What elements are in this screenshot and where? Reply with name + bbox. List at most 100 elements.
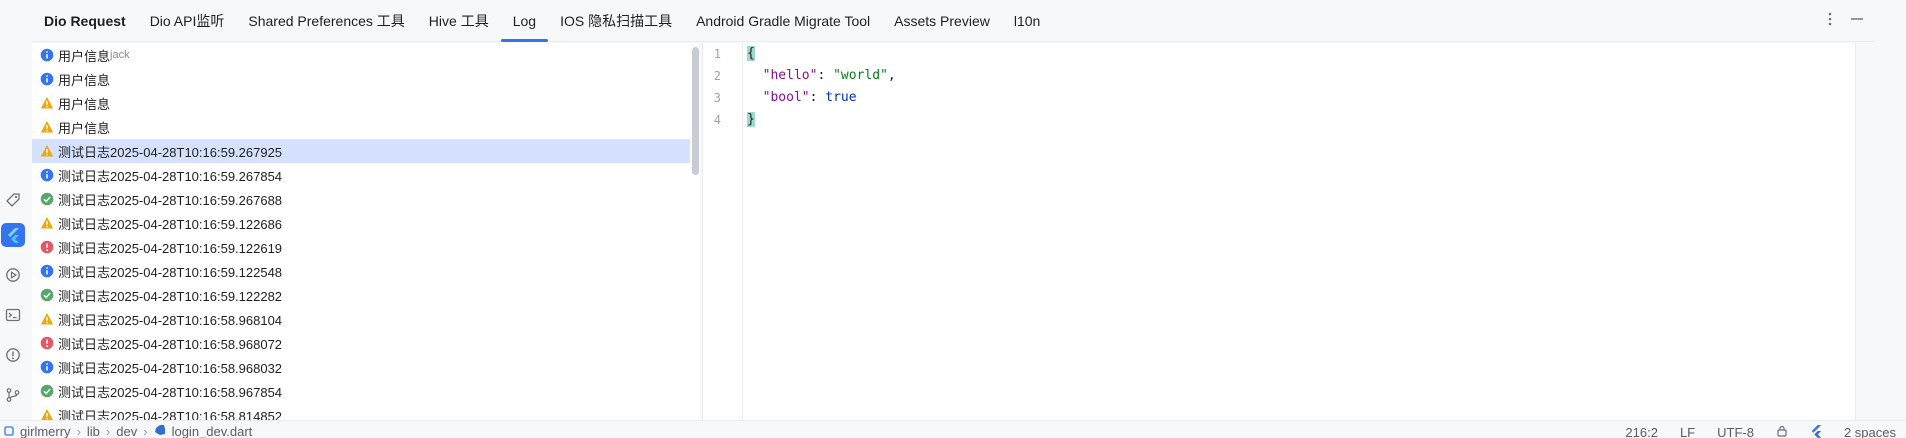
caret-position[interactable]: 216:2 <box>1625 425 1658 438</box>
line-number: 4 <box>713 113 721 127</box>
status-widgets: 216:2 LF UTF-8 2 spaces <box>1625 424 1896 438</box>
tab-log[interactable]: Log <box>500 0 549 42</box>
flutter-status-icon[interactable] <box>1810 424 1822 438</box>
log-tag: jack <box>110 49 130 61</box>
info-icon <box>40 264 54 278</box>
log-row[interactable]: 测试日志2025-04-28T10:16:58.814852 <box>32 403 700 420</box>
log-message: 测试日志2025-04-28T10:16:58.968032 <box>58 360 283 376</box>
splitter[interactable] <box>702 43 703 420</box>
tool-window-strip <box>0 0 26 420</box>
code-line[interactable]: "bool": true <box>747 87 857 109</box>
tab-label: IOS 隐私扫描工具 <box>560 12 673 29</box>
log-row[interactable]: 测试日志2025-04-28T10:16:59.267925 <box>32 139 700 163</box>
log-message: 测试日志2025-04-28T10:16:59.122282 <box>58 288 283 304</box>
file-encoding[interactable]: UTF-8 <box>1717 425 1754 438</box>
error-icon <box>40 240 54 254</box>
log-list-scrollbar-track[interactable] <box>690 45 700 420</box>
line-number: 1 <box>713 47 721 61</box>
breadcrumb-item[interactable]: lib <box>86 424 100 438</box>
git-icon[interactable] <box>1 383 25 407</box>
log-row[interactable]: 用户信息 <box>32 91 700 115</box>
code-line[interactable]: } <box>747 109 755 131</box>
tab-hive[interactable]: Hive 工具 <box>417 0 501 41</box>
log-message: 测试日志2025-04-28T10:16:59.267854 <box>58 168 283 184</box>
code-line[interactable]: "hello": "world", <box>747 65 896 87</box>
log-message: 测试日志2025-04-28T10:16:58.968072 <box>58 336 283 352</box>
log-row[interactable]: 测试日志2025-04-28T10:16:59.122686 <box>32 211 700 235</box>
tab-dio-request[interactable]: Dio Request <box>32 0 138 41</box>
indent-setting[interactable]: 2 spaces <box>1843 425 1896 438</box>
code-token: } <box>747 112 755 127</box>
tab-label: Hive 工具 <box>428 12 489 29</box>
breadcrumb-item[interactable]: login_dev.dart <box>171 424 253 438</box>
lock-icon[interactable] <box>1776 425 1788 438</box>
code-token: "bool" <box>762 90 810 105</box>
tab-android-gradle-migrate[interactable]: Android Gradle Migrate Tool <box>684 0 882 41</box>
code-token: true <box>825 90 857 105</box>
line-number: 2 <box>713 69 721 83</box>
problems-icon[interactable] <box>1 343 25 367</box>
tab-shared-preferences[interactable]: Shared Preferences 工具 <box>236 0 416 41</box>
tag-icon[interactable] <box>1 188 25 212</box>
minimize-icon[interactable] <box>1850 11 1864 32</box>
log-message: 测试日志2025-04-28T10:16:59.122619 <box>58 240 283 256</box>
warning-icon <box>40 96 54 110</box>
log-list-scrollbar-thumb[interactable] <box>692 47 699 175</box>
error-icon <box>40 336 54 350</box>
terminal-icon[interactable] <box>1 303 25 327</box>
json-editor[interactable]: 1 2 3 4 { "hello": "world", "bool": true} <box>703 43 1855 420</box>
log-row[interactable]: 测试日志2025-04-28T10:16:59.267854 <box>32 163 700 187</box>
success-icon <box>40 288 54 302</box>
log-row[interactable]: 测试日志2025-04-28T10:16:59.267688 <box>32 187 700 211</box>
code-token <box>747 90 763 105</box>
tab-label: Dio API监听 <box>149 12 225 29</box>
code-token: "world" <box>833 68 888 83</box>
warning-icon <box>40 408 54 420</box>
log-message: 用户信息 <box>58 120 111 136</box>
log-row[interactable]: 测试日志2025-04-28T10:16:59.122282 <box>32 283 700 307</box>
info-icon <box>40 360 54 374</box>
line-number-gutter: 1 2 3 4 <box>703 43 743 420</box>
tab-label: l10n <box>1013 12 1041 29</box>
code-token: : <box>817 68 834 83</box>
log-message: 测试日志2025-04-28T10:16:58.968104 <box>58 312 283 328</box>
info-icon <box>40 168 54 182</box>
tab-actions <box>1824 0 1874 42</box>
log-row[interactable]: 用户信息 <box>32 67 700 91</box>
log-row[interactable]: 测试日志2025-04-28T10:16:59.122548 <box>32 259 700 283</box>
code-line[interactable]: { <box>747 43 755 65</box>
tab-ios-privacy-scan[interactable]: IOS 隐私扫描工具 <box>548 0 684 41</box>
line-ending[interactable]: LF <box>1679 425 1696 438</box>
code-token: { <box>747 46 755 61</box>
flutter-icon[interactable] <box>1 223 25 247</box>
warning-icon <box>40 312 54 326</box>
status-bar: girlmerry › lib › dev › login_dev.dart 2… <box>0 420 1906 438</box>
success-icon <box>40 384 54 398</box>
log-row[interactable]: 测试日志2025-04-28T10:16:58.968032 <box>32 355 700 379</box>
info-icon <box>40 72 54 86</box>
warning-icon <box>40 144 54 158</box>
tab-assets-preview[interactable]: Assets Preview <box>882 0 1002 41</box>
tab-label: Log <box>512 12 537 29</box>
more-vertical-icon[interactable] <box>1824 11 1836 32</box>
tab-dio-api-monitor[interactable]: Dio API监听 <box>138 0 237 41</box>
code-token <box>747 68 763 83</box>
tool-tab-bar: Dio Request Dio API监听 Shared Preferences… <box>32 0 1874 42</box>
breadcrumb-item[interactable]: dev <box>116 424 138 438</box>
log-row[interactable]: 用户信息 <box>32 115 700 139</box>
module-icon <box>4 424 14 438</box>
log-message: 测试日志2025-04-28T10:16:58.814852 <box>58 408 283 421</box>
play-icon[interactable] <box>1 263 25 287</box>
log-message: 测试日志2025-04-28T10:16:59.122548 <box>58 264 283 280</box>
log-row[interactable]: 测试日志2025-04-28T10:16:58.968104 <box>32 307 700 331</box>
log-row[interactable]: 测试日志2025-04-28T10:16:58.968072 <box>32 331 700 355</box>
breadcrumb-item[interactable]: girlmerry <box>20 424 71 438</box>
tab-l10n[interactable]: l10n <box>1002 0 1052 41</box>
log-row[interactable]: 测试日志2025-04-28T10:16:59.122619 <box>32 235 700 259</box>
log-message: 用户信息 <box>58 96 111 112</box>
line-number: 3 <box>713 91 721 105</box>
log-row[interactable]: 测试日志2025-04-28T10:16:58.967854 <box>32 379 700 403</box>
